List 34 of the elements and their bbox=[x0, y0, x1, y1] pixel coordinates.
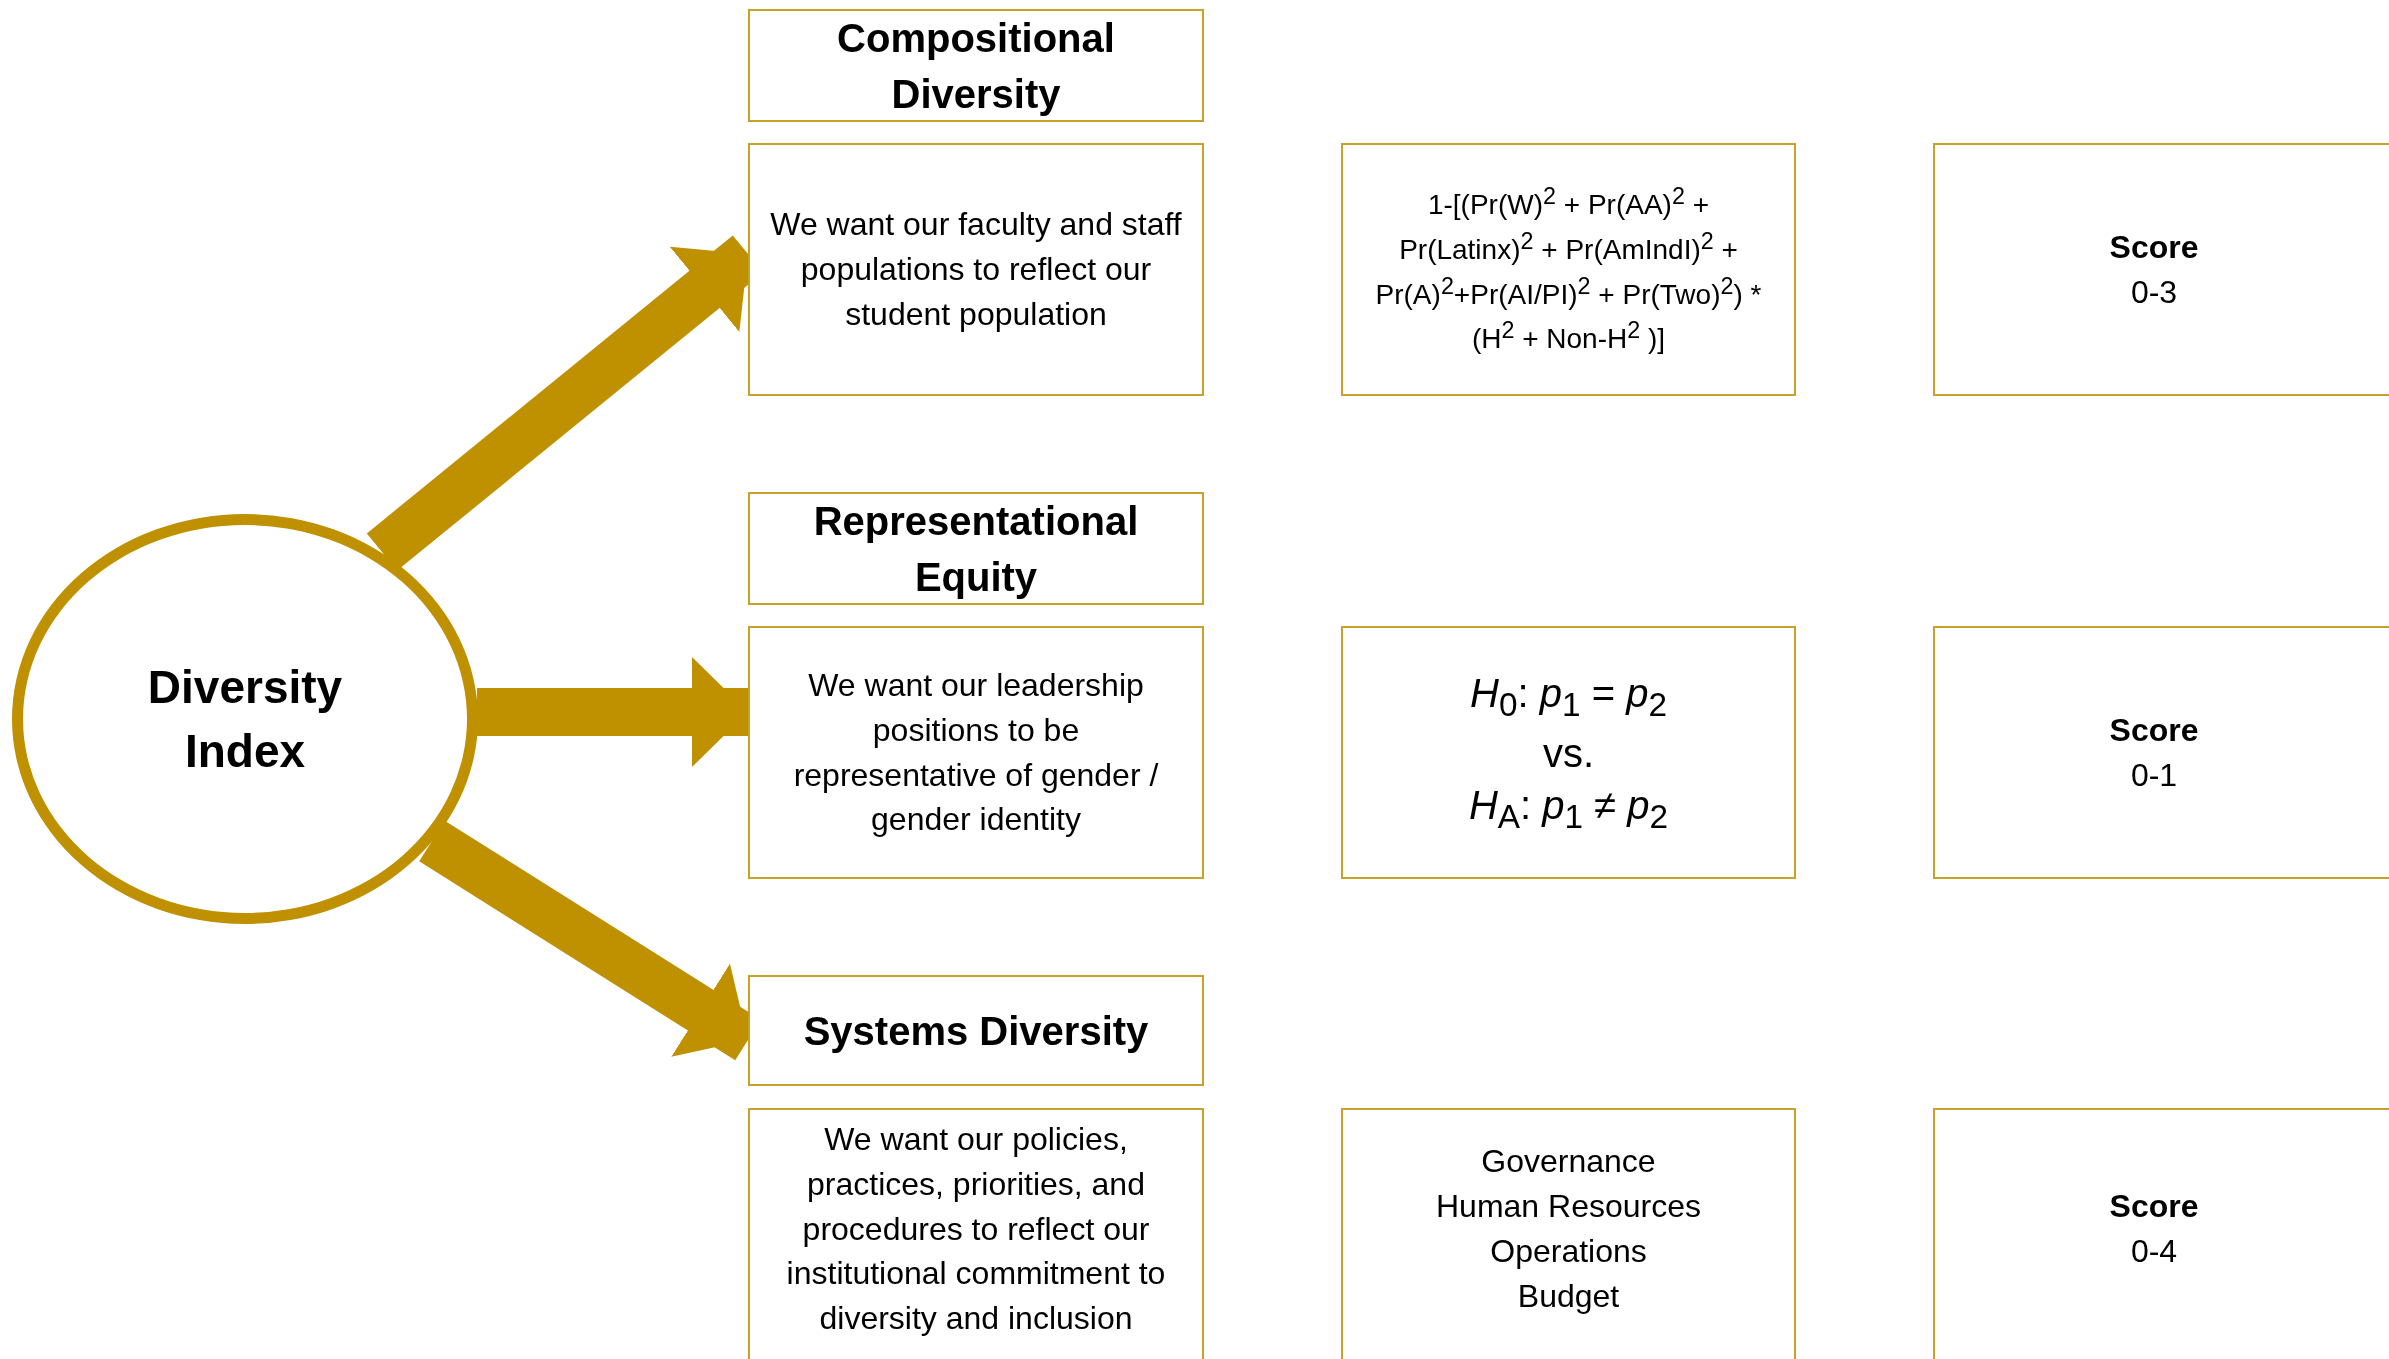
formula-text: 1-[(Pr(W)$^{2}$ + Pr(AA)$^{2}$ + Pr(Latinx)$^{2}$ + Pr(AmIndI)$^{2}$ + Pr(A)$^{2}$+Pr(AI/PI)$^{2}$ + Pr(Two)$^{2}$) * (H$^{2}$ + Non-H$^{2}$ )] bbox=[1374, 182, 1763, 357]
measures-box bbox=[1341, 1108, 1796, 1359]
score-label: Score bbox=[2109, 710, 2199, 750]
measure-item: Operations bbox=[1490, 1232, 1647, 1271]
hypothesis-line: vs. bbox=[1542, 729, 1595, 777]
description-box bbox=[748, 143, 1204, 396]
category-title: Systems Diversity bbox=[803, 1007, 1149, 1055]
block-arrow bbox=[477, 657, 748, 767]
node-title: Diversity Index bbox=[146, 659, 344, 779]
score-box bbox=[1933, 143, 2389, 396]
description-text: We want our leadership positions to be representative of gender / gender identity bbox=[792, 665, 1160, 840]
description-box bbox=[748, 626, 1204, 879]
category-header-box bbox=[748, 9, 1204, 122]
score-label: Score bbox=[2109, 227, 2199, 267]
description-text: We want our policies, practices, priorities, and procedures to reflect our institutional commitment to diversity and inclusion bbox=[785, 1120, 1167, 1339]
category-header-box bbox=[748, 975, 1204, 1086]
measure-item: Human Resources bbox=[1436, 1187, 1701, 1227]
measure-item: Governance bbox=[1481, 1142, 1656, 1182]
formula-box bbox=[1341, 143, 1796, 396]
score-box bbox=[1933, 1108, 2389, 1359]
description-box bbox=[748, 1108, 1204, 1359]
score-text: 0-4 bbox=[2130, 1232, 2178, 1271]
hypothesis-line: H$_{0}$: p$_{1}$ = p$_{2}$ bbox=[1470, 670, 1667, 726]
category-title: Compositional Diversity bbox=[836, 14, 1116, 118]
score-text: 0-3 bbox=[2130, 272, 2178, 312]
description-text: We want our faculty and staff populations to reflect our student population bbox=[769, 205, 1183, 334]
hypothesis-box bbox=[1341, 626, 1796, 879]
category-header-box bbox=[748, 492, 1204, 605]
measure-item: Budget bbox=[1517, 1276, 1620, 1316]
hypothesis-line: H$_{A}$: p$_{1}$ ≠ p$_{2}$ bbox=[1468, 781, 1669, 837]
score-text: 0-1 bbox=[2130, 755, 2178, 795]
category-title: Representational Equity bbox=[812, 497, 1140, 601]
score-box bbox=[1933, 626, 2389, 879]
score-label: Score bbox=[2109, 1187, 2199, 1227]
